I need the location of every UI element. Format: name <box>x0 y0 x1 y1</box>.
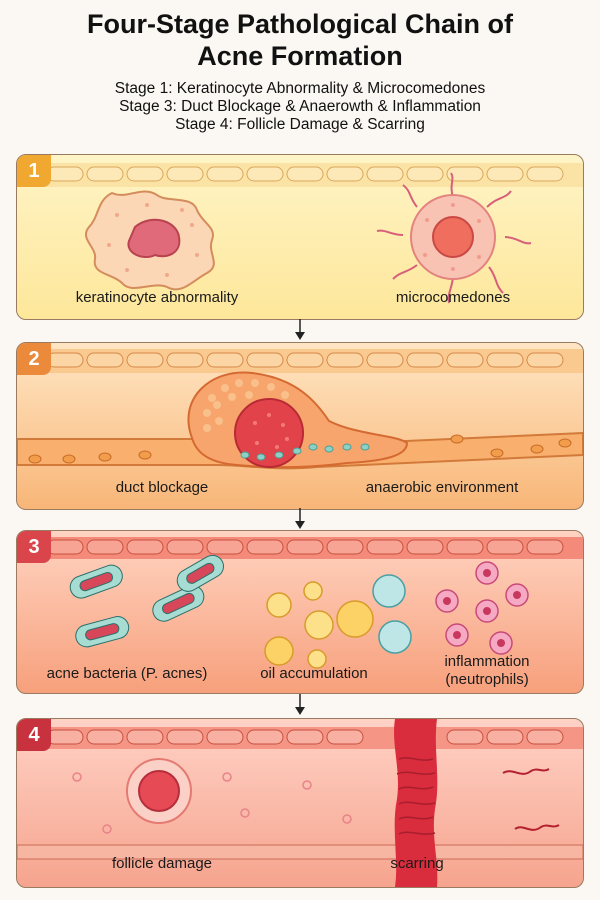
stage-summary: Stage 1: Keratinocyte Abnormality & Micr… <box>0 80 600 134</box>
bacteria-icon <box>69 554 224 648</box>
arrow-down-icon <box>295 319 305 340</box>
stage-2-panel: 2 <box>16 342 584 510</box>
skin-cell-row <box>17 163 583 187</box>
title-line-2: Acne Formation <box>197 41 403 71</box>
label-oil-accumulation: oil accumulation <box>260 665 368 682</box>
arrow-down-icon <box>295 508 305 529</box>
label-microcomedones: microcomedones <box>395 289 511 306</box>
stage-4-illustration <box>17 719 583 887</box>
neutrophil-cells-icon <box>435 561 529 655</box>
blocked-pore-icon <box>187 371 409 469</box>
stage-2-badge: 2 <box>17 343 51 375</box>
stage-1-panel: 1 <box>16 154 584 320</box>
stage-4-panel: 4 <box>16 718 584 888</box>
stage-2-illustration <box>17 349 583 470</box>
stage-1-badge: 1 <box>17 155 51 187</box>
title-line-1: Four-Stage Pathological Chain of <box>86 9 513 39</box>
label-acne-bacteria: acne bacteria (P. acnes) <box>46 665 208 682</box>
subtitle-stage-3: Stage 3: Duct Blockage & Anaerowth & Inf… <box>119 98 481 115</box>
skin-cell-row <box>17 727 583 860</box>
oil-droplets-icon <box>264 574 412 669</box>
label-inflammation: inflammation <box>444 653 530 670</box>
stage-1-illustration <box>17 163 583 304</box>
label-keratinocyte-abnormality: keratinocyte abnormality <box>75 289 239 306</box>
label-anaerobic-environment: anaerobic environment <box>365 479 519 496</box>
skin-cell-row <box>17 537 583 559</box>
damaged-follicle-icon <box>72 758 352 834</box>
skin-cell-row <box>17 349 583 373</box>
label-follicle-damage: follicle damage <box>111 855 213 872</box>
page-title: Four-Stage Pathological Chain of Acne Fo… <box>0 8 600 72</box>
microcomedone-cell-icon <box>376 172 532 304</box>
label-duct-blockage: duct blockage <box>115 479 209 496</box>
stage-3-panel: 3 <box>16 530 584 694</box>
arrow-down-icon <box>295 694 305 715</box>
scar-tissue-icon <box>394 719 560 887</box>
subtitle-stage-4: Stage 4: Follicle Damage & Scarring <box>175 116 425 133</box>
stage-3-illustration <box>17 537 583 669</box>
subtitle-stage-1: Stage 1: Keratinocyte Abnormality & Micr… <box>114 80 486 97</box>
keratinocyte-cell-icon <box>85 190 215 291</box>
stage-4-badge: 4 <box>17 719 51 751</box>
label-neutrophils: (neutrophils) <box>445 671 529 688</box>
stage-3-badge: 3 <box>17 531 51 563</box>
label-scarring: scarring <box>390 855 444 872</box>
